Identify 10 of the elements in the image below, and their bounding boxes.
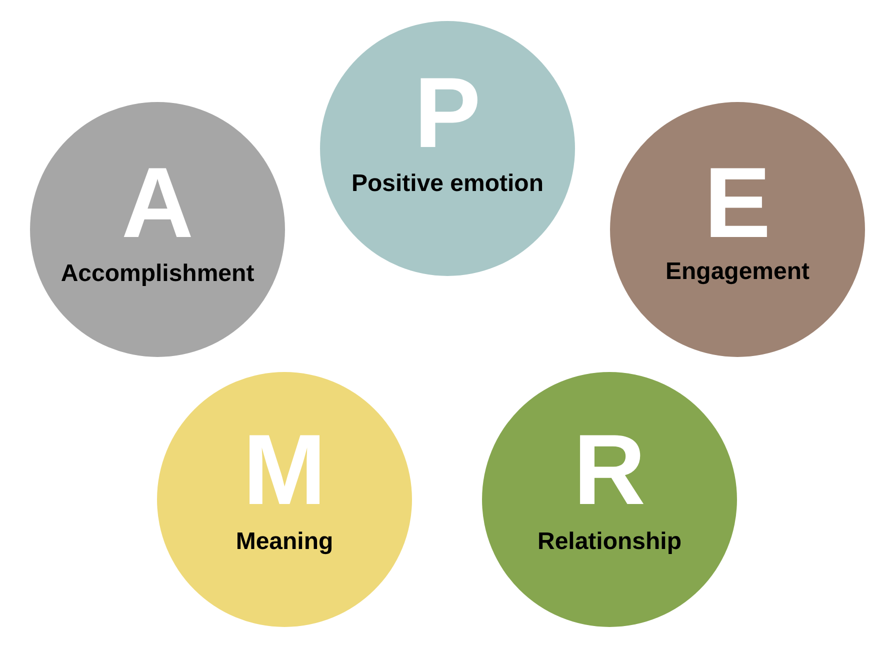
element-label: Relationship — [537, 530, 682, 554]
initial-letter: A — [121, 153, 194, 253]
element-label: Accomplishment — [60, 262, 254, 286]
initial-letter: E — [704, 153, 771, 253]
element-label: Positive emotion — [351, 172, 544, 196]
initial-letter: R — [573, 420, 646, 520]
element-label: Meaning — [236, 530, 334, 554]
initial-letter: M — [242, 420, 326, 520]
element-label: Engagement — [665, 260, 810, 284]
initial-letter: P — [414, 63, 481, 163]
